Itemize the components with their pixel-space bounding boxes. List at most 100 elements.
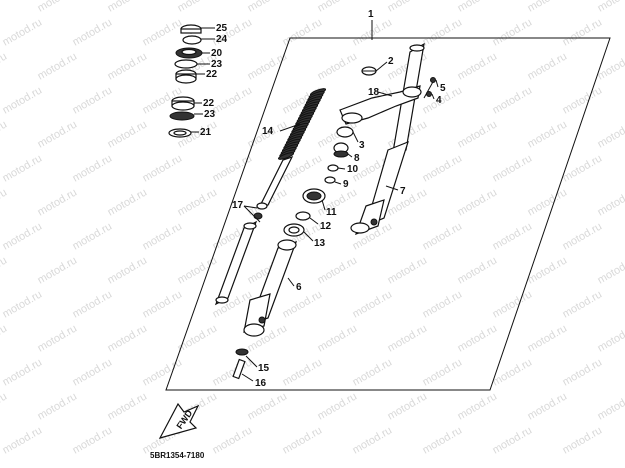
watermark-text: motod.ru — [71, 152, 115, 184]
callout-9: 9 — [343, 179, 349, 190]
pinch-bolt-4-5 — [423, 77, 436, 99]
forward-direction-arrow: FWD — [158, 402, 200, 439]
watermark-text: motod.ru — [1, 424, 45, 456]
watermark-text: motod.ru — [71, 288, 115, 320]
watermark-text: motod.ru — [526, 390, 570, 422]
watermark-text: motod.ru — [491, 288, 535, 320]
callout-6: 6 — [296, 282, 302, 293]
watermark-text: motod.ru — [561, 220, 605, 252]
damper-rod — [253, 155, 294, 220]
watermark-text: motod.ru — [596, 390, 625, 422]
watermark-text: motod.ru — [386, 322, 430, 354]
callout-8: 8 — [354, 153, 360, 164]
watermark-text: motod.ru — [141, 220, 185, 252]
watermark-text: motod.ru — [36, 50, 80, 82]
callout-numbers: 1 2 3 4 5 6 7 8 9 10 11 12 13 14 15 16 1… — [200, 9, 446, 389]
watermark-text: motod.ru — [246, 50, 290, 82]
watermark-text: motod.ru — [561, 16, 605, 48]
callout-22-upper: 22 — [206, 69, 218, 80]
watermark-text: motod.ru — [421, 356, 465, 388]
watermark-text: motod.ru — [316, 0, 360, 15]
watermark-text: motod.ru — [526, 118, 570, 150]
watermark-text: motod.ru — [36, 118, 80, 150]
bearing-23-lower — [169, 111, 195, 121]
watermark-text: motod.ru — [1, 16, 45, 48]
callout-24: 24 — [216, 34, 228, 45]
watermark-text: motod.ru — [1, 220, 45, 252]
watermark-text: motod.ru — [596, 322, 625, 354]
watermark-text: motod.ru — [141, 152, 185, 184]
watermark-text: motod.ru — [281, 288, 325, 320]
watermark-text: motod.ru — [71, 356, 115, 388]
watermark-text: motod.ru — [526, 322, 570, 354]
watermark-text: motod.ru — [0, 186, 9, 218]
watermark-text: motod.ru — [36, 322, 80, 354]
callout-17: 17 — [232, 200, 244, 211]
callout-22-lower: 22 — [203, 98, 215, 109]
watermark-text: motod.ru — [281, 16, 325, 48]
watermark-text: motod.ru — [36, 254, 80, 286]
fork-spring-14 — [277, 88, 327, 160]
watermark-text: motod.ru — [561, 288, 605, 320]
right-fork-assembly — [339, 42, 425, 235]
watermark-text: motod.ru — [456, 322, 500, 354]
watermark-text: motod.ru — [456, 118, 500, 150]
watermark-text: motod.ru — [351, 424, 395, 456]
watermark-text: motod.ru — [36, 390, 80, 422]
watermark-text: motod.ru — [141, 356, 185, 388]
watermark-text: motod.ru — [0, 254, 9, 286]
watermark-text: motod.ru — [421, 288, 465, 320]
watermark-text: motod.ru — [106, 186, 150, 218]
washers-12-13 — [283, 211, 311, 237]
ring-3 — [336, 126, 354, 138]
callout-1: 1 — [368, 9, 374, 20]
watermark-text: motod.ru — [386, 254, 430, 286]
watermark-text: motod.ru — [491, 424, 535, 456]
bottom-bolt-15-16 — [232, 348, 249, 380]
watermark-text: motod.ru — [106, 118, 150, 150]
inner-tube-17 — [214, 220, 258, 306]
watermark-text: motod.ru — [316, 322, 360, 354]
callout-20: 20 — [211, 48, 223, 59]
watermark-text: motod.ru — [106, 50, 150, 82]
watermark-text: motod.ru — [316, 390, 360, 422]
callout-10: 10 — [347, 164, 359, 175]
callout-7: 7 — [400, 186, 406, 197]
watermark-text: motod.ru — [386, 390, 430, 422]
watermark-text: motod.ru — [71, 220, 115, 252]
watermark-text: motod.ru — [281, 356, 325, 388]
watermark-text: motod.ru — [1, 152, 45, 184]
watermark-text: motod.ru — [71, 84, 115, 116]
watermark-text: motod.ru — [351, 356, 395, 388]
watermark-text: motod.ru — [421, 152, 465, 184]
ring-9 — [324, 176, 336, 184]
watermark-text: motod.ru — [1, 356, 45, 388]
watermark-text: motod.ru — [491, 84, 535, 116]
race-23-upper — [174, 59, 198, 69]
watermark-text: motod.ru — [456, 390, 500, 422]
watermark-text: motod.ru — [141, 16, 185, 48]
callout-13: 13 — [314, 238, 326, 249]
callout-15: 15 — [258, 363, 270, 374]
callout-21: 21 — [200, 127, 212, 138]
spring-coil — [277, 152, 295, 160]
watermark-text: motod.ru — [1, 288, 45, 320]
cap-bolt-2 — [361, 66, 377, 76]
watermark-text: motod.ru — [491, 356, 535, 388]
watermark-text: motod.ru — [351, 288, 395, 320]
callout-11: 11 — [326, 207, 337, 218]
watermark-text: motod.ru — [176, 0, 220, 15]
callout-4: 4 — [436, 95, 442, 106]
callout-18: 18 — [368, 87, 380, 98]
watermark-text: motod.ru — [456, 0, 500, 15]
watermark-text: motod.ru — [246, 390, 290, 422]
watermark-text: motod.ru — [71, 16, 115, 48]
watermark-text: motod.ru — [211, 356, 255, 388]
watermark-text: motod.ru — [176, 186, 220, 218]
watermark-text: motod.ru — [421, 220, 465, 252]
watermark-text: motod.ru — [456, 254, 500, 286]
bearing-leaders — [191, 27, 215, 133]
watermark-text: motod.ru — [456, 186, 500, 218]
